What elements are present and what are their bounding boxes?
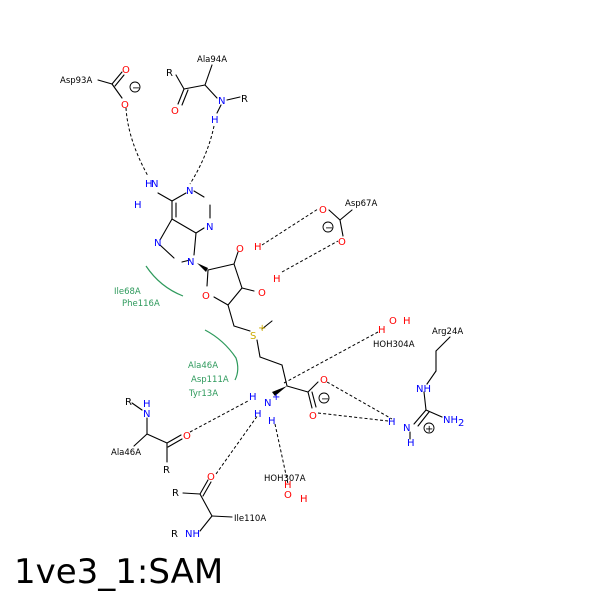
label-ile110: Ile110A <box>234 514 266 524</box>
label-ala46: Ala46A <box>111 448 141 458</box>
label-hoh307: HOH307A <box>264 474 306 484</box>
label-tyr13: Tyr13A <box>188 389 218 399</box>
arg24-N-lower: N <box>403 423 410 434</box>
ribose-O2: O <box>236 244 244 255</box>
alpha-H-mid: H <box>254 409 262 420</box>
hydrophobic-arc-upper <box>145 265 184 297</box>
carboxyl-O-lower: O <box>309 411 317 422</box>
sulfonium-S: S <box>250 331 256 342</box>
residue-atoms: O O − R O N R H O O − H O H NH NH 2 H N … <box>121 65 464 540</box>
alpha-N: N <box>264 398 271 409</box>
label-ile68: Ile68A <box>114 287 141 297</box>
alpha-H-lower: H <box>268 416 276 427</box>
ring-N1: N <box>186 186 193 197</box>
hoh307-O: O <box>284 490 292 501</box>
arg24-NH-upper: NH <box>416 384 431 395</box>
ile110-O: O <box>207 472 215 483</box>
diagram-title: 1ve3_1:SAM <box>14 552 224 592</box>
arg24-H-lower: H <box>407 438 415 449</box>
ile110-R-lower: R <box>171 529 178 540</box>
ala94-N: N <box>218 96 225 107</box>
ala46-N: N <box>143 409 150 420</box>
amine-N: H <box>145 179 153 190</box>
ala46-O: O <box>183 431 191 442</box>
asp67-charge: − <box>325 223 333 234</box>
hoh307-H-left: H <box>284 480 292 491</box>
asp93-O-lower: O <box>121 100 129 111</box>
label-ala94: Ala94A <box>197 55 227 65</box>
arg24-NH2-subscript: 2 <box>458 418 464 429</box>
asp93-charge: − <box>132 83 140 94</box>
ligand-bonds <box>157 190 319 409</box>
label-asp67: Asp67A <box>345 199 377 209</box>
hydrogen-bonds <box>125 107 393 485</box>
amine-N-atom: N <box>151 179 158 190</box>
alpha-H-left: H <box>249 392 257 403</box>
arg24-charge: + <box>425 424 433 435</box>
residue-bonds <box>97 64 451 532</box>
sulfonium-charge: + <box>258 323 266 334</box>
ala94-R-left: R <box>166 68 173 79</box>
ring-N3: N <box>206 222 213 233</box>
ribose-H2: H <box>254 242 262 253</box>
ala46-R-upper: R <box>125 397 132 408</box>
asp67-O-upper: O <box>319 205 327 216</box>
alpha-N-charge: + <box>272 392 280 403</box>
ala46-H: H <box>143 399 151 410</box>
label-ala46-contact: Ala46A <box>188 361 218 371</box>
arg24-NH2: NH <box>443 415 458 426</box>
hoh304-H-left: H <box>378 325 386 336</box>
carboxyl-O-upper: O <box>320 375 328 386</box>
ribose-O3: O <box>258 288 266 299</box>
asp67-O-lower: O <box>338 237 346 248</box>
ligand-atoms: H N H N N N N O O H O H S + H N + H H O … <box>134 179 330 427</box>
label-arg24: Arg24A <box>432 327 463 337</box>
ala94-O: O <box>171 106 179 117</box>
ribose-O4: O <box>202 291 210 302</box>
ile110-R-upper: R <box>172 488 179 499</box>
label-hoh304: HOH304A <box>373 340 415 350</box>
carboxyl-charge: − <box>321 394 329 405</box>
asp93-O-upper: O <box>122 65 130 76</box>
ring-N9: N <box>187 257 194 268</box>
ile110-NH: NH <box>185 529 200 540</box>
label-phe116: Phe116A <box>122 299 160 309</box>
label-asp93: Asp93A <box>60 76 92 86</box>
hoh307-H-right: H <box>300 494 308 505</box>
ala94-H: H <box>211 115 219 126</box>
hoh304-H-right: H <box>403 316 411 327</box>
residue-labels: Asp93A Ala94A Asp67A Ile68A Phe116A Ala4… <box>60 55 463 524</box>
label-asp111: Asp111A <box>191 375 229 385</box>
ala94-R-right: R <box>241 94 248 105</box>
ala46-R-lower: R <box>163 465 170 476</box>
hydrophobic-arc-lower <box>204 329 239 381</box>
arg24-H-left: H <box>388 417 396 428</box>
hoh304-O: O <box>389 316 397 327</box>
ribose-H3: H <box>273 274 281 285</box>
amine-H-lower: H <box>134 200 142 211</box>
hydrophobic-contacts <box>145 265 239 381</box>
ring-N7: N <box>154 238 161 249</box>
